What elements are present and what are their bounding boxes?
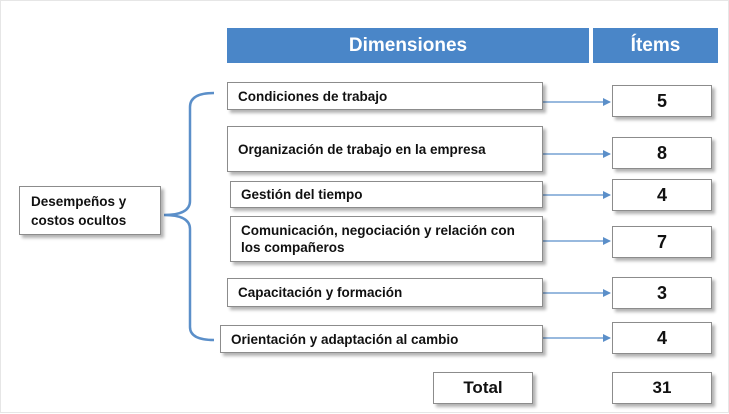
dimension-box-2: Organización de trabajo en la empresa xyxy=(227,126,543,172)
dimension-box-1: Condiciones de trabajo xyxy=(227,82,543,110)
dimension-label: Capacitación y formación xyxy=(238,285,403,300)
dimension-box-5: Capacitación y formación xyxy=(227,278,543,307)
items-value: 4 xyxy=(656,184,667,205)
items-value: 4 xyxy=(656,327,667,348)
items-box-2: 8 xyxy=(612,137,712,169)
dimension-label: Gestión del tiempo xyxy=(241,187,363,202)
items-value: 3 xyxy=(656,282,667,303)
total-label-box: Total xyxy=(433,372,533,404)
total-value-box: 31 xyxy=(612,372,712,404)
dimension-label: Comunicación, negociación y relación con… xyxy=(241,223,515,255)
items-value: 8 xyxy=(656,142,667,163)
items-box-5: 3 xyxy=(612,277,712,309)
side-label: Desempeños y costos ocultos xyxy=(31,193,127,228)
dimension-box-6: Orientación y adaptación al cambio xyxy=(220,325,543,353)
dimension-label: Condiciones de trabajo xyxy=(238,88,388,104)
items-box-3: 4 xyxy=(612,179,712,211)
total-value: 31 xyxy=(652,378,672,397)
items-value: 7 xyxy=(656,231,667,252)
dimension-label: Orientación y adaptación al cambio xyxy=(231,331,459,347)
dimension-label: Organización de trabajo en la empresa xyxy=(238,141,486,157)
items-box-6: 4 xyxy=(612,322,712,354)
dimensions-header: Dimensiones xyxy=(227,28,589,63)
dimension-box-4: Comunicación, negociación y relación con… xyxy=(230,216,543,262)
items-box-4: 7 xyxy=(612,226,712,258)
items-header: Ítems xyxy=(593,28,718,63)
grouping-brace xyxy=(163,91,215,342)
dimension-box-3: Gestión del tiempo xyxy=(230,181,543,208)
items-value: 5 xyxy=(656,90,667,111)
side-label-box: Desempeños y costos ocultos xyxy=(19,186,161,235)
total-label: Total xyxy=(463,378,503,397)
items-box-1: 5 xyxy=(612,85,712,117)
